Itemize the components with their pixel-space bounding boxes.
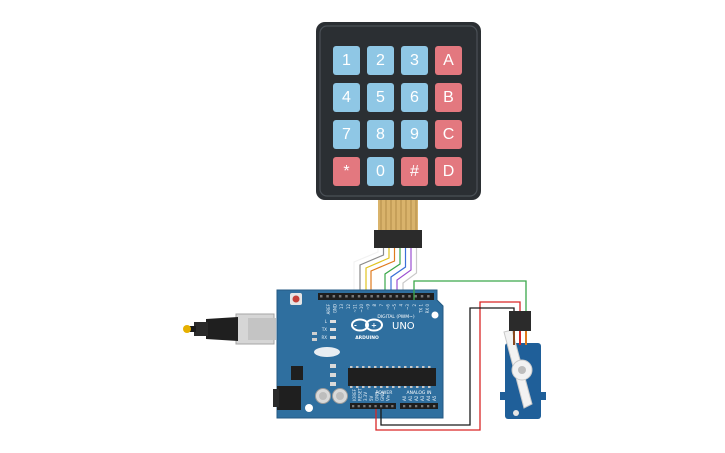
digital-pin-label: 7 [379, 304, 384, 307]
digital-pin-label: ~9 [366, 304, 371, 310]
keypad-key[interactable]: * [333, 157, 360, 186]
keypad-ribbon-cable [374, 200, 422, 248]
digital-pin-label: RX 0 [425, 304, 430, 314]
digital-pin-label: ~10 [359, 304, 364, 313]
keypad-wire[interactable] [370, 248, 396, 296]
keypad-key-label: B [443, 89, 454, 106]
keypad-key[interactable]: 5 [367, 83, 394, 112]
digital-pin-label: 8 [372, 304, 377, 307]
digital-pin-label: AREF [326, 303, 331, 314]
keypad-key[interactable]: 9 [401, 120, 428, 149]
keypad-key-label: 0 [376, 163, 385, 180]
power-header[interactable] [350, 403, 396, 409]
svg-text:-: - [354, 322, 357, 330]
power-pin-label: IOREF [352, 388, 357, 401]
analog-pin-label: A2 [414, 395, 419, 401]
keypad-key[interactable]: A [435, 46, 462, 75]
servo-motor[interactable] [500, 311, 546, 419]
digital-pin-label: 13 [339, 304, 344, 310]
keypad[interactable]: 1 2 3 A 4 5 6 B 7 8 9 C * 0 # D [316, 22, 481, 200]
keypad-key-label: 6 [410, 89, 419, 106]
keypad-key[interactable]: D [435, 157, 462, 186]
keypad-key-label: 2 [376, 52, 385, 69]
power-pin-label: GND [380, 392, 385, 401]
status-led [330, 320, 336, 323]
keypad-wire[interactable] [384, 248, 401, 296]
arduino-logo: - + [351, 318, 383, 332]
keypad-key[interactable]: B [435, 83, 462, 112]
usb-connector[interactable] [183, 313, 276, 345]
digital-pin-label: 12 [346, 304, 351, 310]
digital-label: DIGITAL (PWM~) [377, 314, 415, 320]
analog-label: ANALOG IN [406, 390, 431, 396]
keypad-key-label: 9 [410, 126, 419, 143]
led-label: RX [321, 335, 327, 340]
keypad-key[interactable]: # [401, 157, 428, 186]
digital-pin-label: ~5 [392, 304, 397, 310]
keypad-connector [374, 230, 422, 248]
keypad-key-label: 1 [342, 52, 351, 69]
keypad-key-label: 3 [410, 52, 419, 69]
keypad-key[interactable]: 3 [401, 46, 428, 75]
keypad-key[interactable]: 8 [367, 120, 394, 149]
keypad-key-label: * [343, 163, 349, 180]
keypad-key-label: C [443, 126, 455, 143]
analog-pin-label: A3 [420, 395, 425, 401]
digital-pin-label: GND [333, 304, 338, 313]
led-label: TX [321, 327, 327, 332]
power-pin-label: 5V [369, 395, 374, 401]
keypad-wire[interactable] [365, 248, 390, 296]
analog-header[interactable] [400, 403, 438, 409]
keypad-key[interactable]: 7 [333, 120, 360, 149]
keypad-key-label: 8 [376, 126, 385, 143]
keypad-key-label: D [443, 163, 455, 180]
atmega-chip [348, 368, 436, 386]
power-pin-label: RESET [358, 388, 363, 401]
keypad-wire[interactable] [353, 248, 379, 296]
keypad-key-label: 4 [342, 89, 351, 106]
keypad-key[interactable]: 1 [333, 46, 360, 75]
keypad-wires[interactable] [353, 248, 418, 296]
digital-pin-label: ~11 [352, 304, 357, 313]
digital-pin-label: ~3 [405, 304, 410, 310]
svg-text:+: + [371, 322, 377, 330]
keypad-key-label: 5 [376, 89, 385, 106]
status-led [330, 328, 336, 331]
power-jack[interactable] [277, 386, 301, 410]
keypad-wire[interactable] [390, 248, 407, 296]
keypad-key-label: 7 [342, 126, 351, 143]
digital-pin-label: TX 1 [418, 304, 423, 314]
digital-pin-label: ~6 [385, 304, 390, 310]
power-label: POWER [376, 390, 393, 396]
brand-label: ARDUINO [355, 335, 379, 341]
digital-pin-label: 4 [399, 304, 404, 307]
power-pin-label: Vin [386, 394, 391, 401]
keypad-key[interactable]: 6 [401, 83, 428, 112]
keypad-key[interactable]: 4 [333, 83, 360, 112]
digital-pin-label: 2 [412, 304, 417, 307]
analog-pin-label: A0 [402, 395, 407, 401]
keypad-wire[interactable] [396, 248, 412, 296]
analog-pin-label: A4 [426, 395, 431, 401]
servo-connector[interactable] [509, 311, 531, 331]
analog-pin-label: A5 [432, 395, 437, 401]
analog-pin-label: A1 [408, 395, 413, 401]
keypad-key[interactable]: 0 [367, 157, 394, 186]
board-oval-marking [314, 347, 340, 357]
digital-header[interactable] [318, 293, 434, 300]
led-label: L [325, 319, 328, 324]
keypad-key[interactable]: C [435, 120, 462, 149]
keypad-wire[interactable] [359, 248, 385, 296]
status-led [330, 336, 336, 339]
keypad-key[interactable]: 2 [367, 46, 394, 75]
power-pin-label: 3.3V [363, 392, 368, 401]
power-pin-label: GND [374, 392, 379, 401]
keypad-key-label: # [410, 163, 419, 180]
keypad-key-label: A [443, 52, 454, 69]
servo-wires[interactable] [375, 280, 527, 431]
voltage-regulator [291, 366, 303, 380]
model-label: UNO [392, 321, 415, 332]
